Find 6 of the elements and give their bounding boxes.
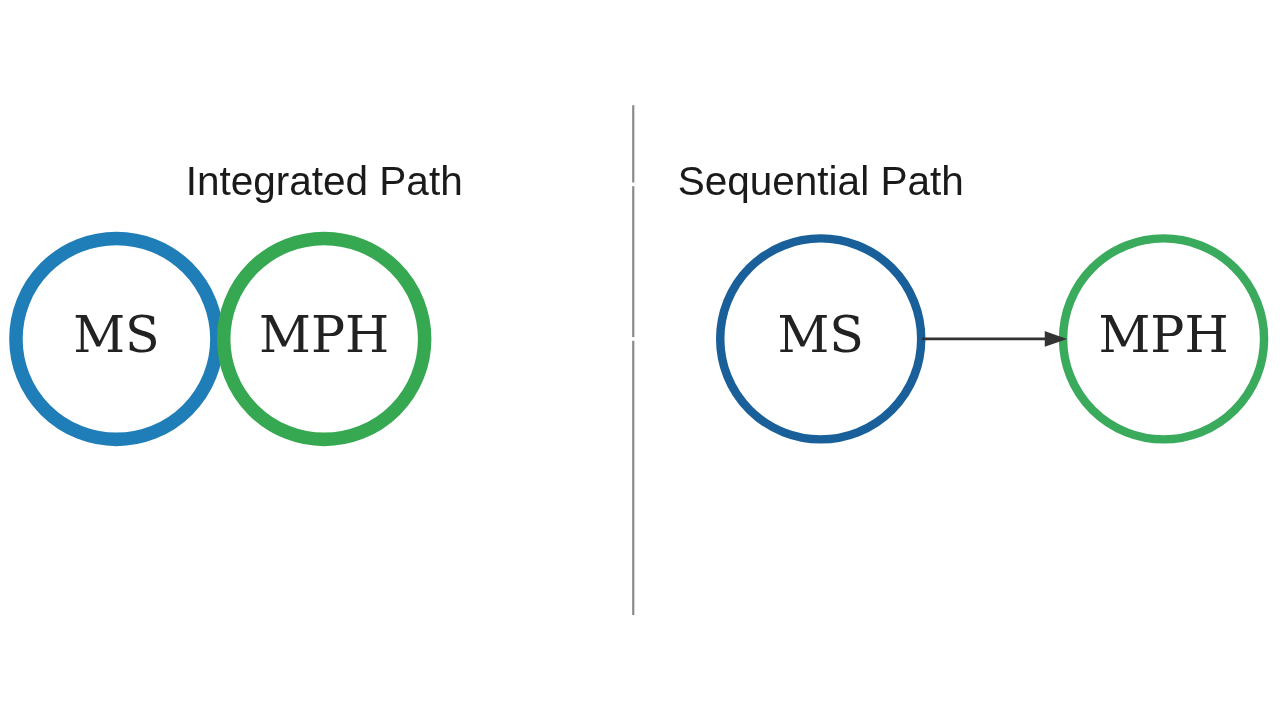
arrow [921,331,1068,347]
label: Integrated Path [185,157,463,204]
node-circle: MPH [216,231,432,447]
node-circle: MS [716,234,926,444]
label: Sequential Path [677,157,964,204]
node-circle: MPH [1058,234,1269,444]
